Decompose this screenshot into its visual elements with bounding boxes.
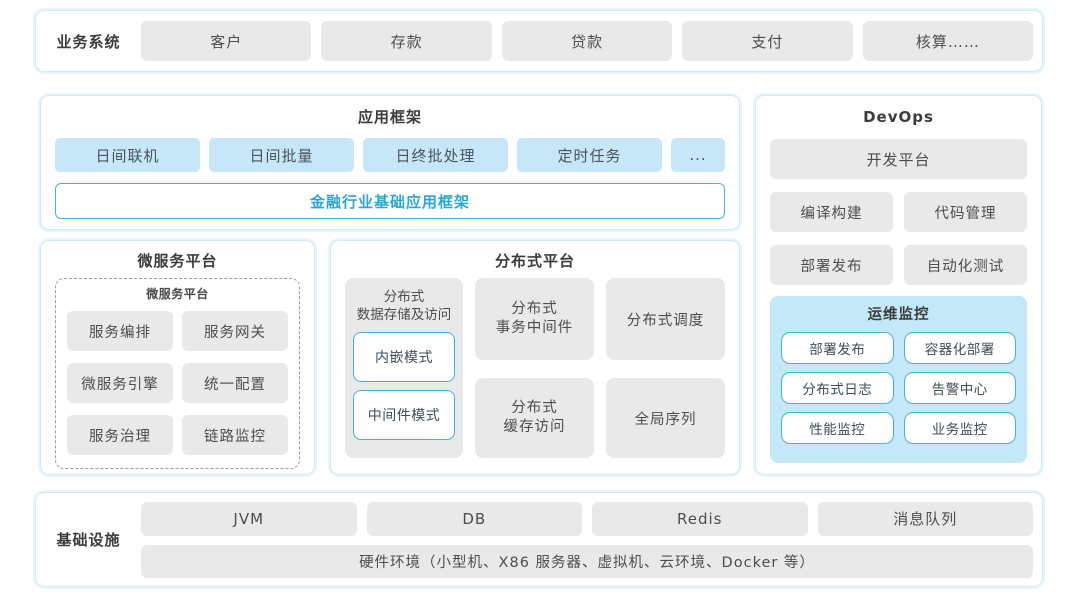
hardware-environment-box: 硬件环境（小型机、X86 服务器、虚拟机、云环境、Docker 等） [141,544,1033,578]
business-box-accounting: 核算…… [862,21,1034,61]
app-box-eod-batch: 日终批处理 [363,138,508,172]
infra-box-redis: Redis [592,501,808,536]
business-box-deposit: 存款 [321,21,492,61]
devops-row-1: 编译构建 代码管理 [770,192,1027,232]
monitor-business: 业务监控 [903,412,1016,444]
infra-box-jvm: JVM [141,501,357,536]
app-framework-section: 应用框架 日间联机 日间批量 日终批处理 定时任务 ... 金融行业基础应用框架 [40,95,740,230]
microservice-inner-title: 微服务平台 [146,287,209,301]
ms-box-governance: 服务治理 [67,415,173,455]
devops-section: DevOps 开发平台 编译构建 代码管理 部署发布 自动化测试 运维监控 部署… [755,95,1042,475]
infrastructure-label: 基础设施 [56,531,121,549]
ms-box-unified-config: 统一配置 [182,363,288,403]
app-framework-title: 应用框架 [357,108,422,126]
microservice-inner-container: 微服务平台 服务编排 服务网关 微服务引擎 统一配置 服务治理 链路监控 [55,278,300,469]
ops-monitor-items: 部署发布 容器化部署 分布式日志 告警中心 性能监控 业务监控 [781,332,1016,444]
devops-row-2: 部署发布 自动化测试 [770,245,1027,285]
storage-embedded-mode: 内嵌模式 [353,332,455,383]
monitor-container-deploy: 容器化部署 [903,332,1016,364]
ms-box-trace-monitor: 链路监控 [182,415,288,455]
infrastructure-section: 基础设施 JVM DB Redis 消息队列 硬件环境（小型机、X86 服务器、… [35,492,1043,587]
storage-middleware-mode: 中间件模式 [353,390,455,441]
infra-box-message-queue: 消息队列 [817,501,1033,536]
app-box-daytime-online: 日间联机 [55,138,200,172]
devops-box-build: 编译构建 [770,192,893,232]
ms-box-engine: 微服务引擎 [67,363,173,403]
ops-monitor-panel: 运维监控 部署发布 容器化部署 分布式日志 告警中心 性能监控 业务监控 [770,296,1027,463]
monitor-distributed-log: 分布式日志 [781,372,894,404]
distributed-section: 分布式平台 分布式 数据存储及访问 内嵌模式 中间件模式 分布式 事务中间件 分… [330,240,740,475]
devops-title: DevOps [863,108,934,126]
monitor-performance: 性能监控 [781,412,894,444]
ops-monitor-title: 运维监控 [867,307,930,323]
distributed-storage-box: 分布式 数据存储及访问 内嵌模式 中间件模式 [345,278,463,458]
app-box-daytime-batch: 日间批量 [209,138,354,172]
global-sequence: 全局序列 [606,378,725,458]
distributed-transaction-middleware: 分布式 事务中间件 [475,278,594,360]
ms-box-gateway: 服务网关 [182,311,288,351]
infrastructure-row-1: JVM DB Redis 消息队列 [141,501,1033,536]
business-box-loan: 贷款 [501,21,673,61]
devops-box-deploy: 部署发布 [770,245,893,285]
microservice-section: 微服务平台 微服务平台 服务编排 服务网关 微服务引擎 统一配置 服务治理 链路… [40,240,315,475]
business-system-boxes: 客户 存款 贷款 支付 核算…… [141,21,1034,61]
business-system-label: 业务系统 [56,32,121,51]
distributed-scheduling: 分布式调度 [606,278,725,360]
ms-box-orchestration: 服务编排 [67,311,173,351]
business-box-customer: 客户 [141,21,312,61]
financial-base-framework: 金融行业基础应用框架 [55,183,725,219]
distributed-title: 分布式平台 [494,252,575,270]
distributed-cache-access: 分布式 缓存访问 [475,378,594,458]
distributed-grid: 分布式 数据存储及访问 内嵌模式 中间件模式 分布式 事务中间件 分布式调度 分… [345,278,725,458]
devops-dev-platform: 开发平台 [770,139,1027,179]
devops-box-code-mgmt: 代码管理 [904,192,1027,232]
business-system-section: 业务系统 客户 存款 贷款 支付 核算…… [35,10,1043,72]
monitor-alert-center: 告警中心 [903,372,1016,404]
business-box-payment: 支付 [682,21,853,61]
app-box-more: ... [671,138,725,172]
infrastructure-boxes: JVM DB Redis 消息队列 硬件环境（小型机、X86 服务器、虚拟机、云… [141,501,1033,578]
microservice-items: 服务编排 服务网关 微服务引擎 统一配置 服务治理 链路监控 [67,311,288,455]
devops-box-auto-test: 自动化测试 [904,245,1027,285]
monitor-deploy-release: 部署发布 [781,332,894,364]
app-box-scheduled-task: 定时任务 [517,138,662,172]
distributed-storage-label: 分布式 数据存储及访问 [356,289,452,323]
microservice-title: 微服务平台 [137,252,218,270]
infra-box-db: DB [366,501,582,536]
app-framework-boxes: 日间联机 日间批量 日终批处理 定时任务 ... [55,138,725,172]
